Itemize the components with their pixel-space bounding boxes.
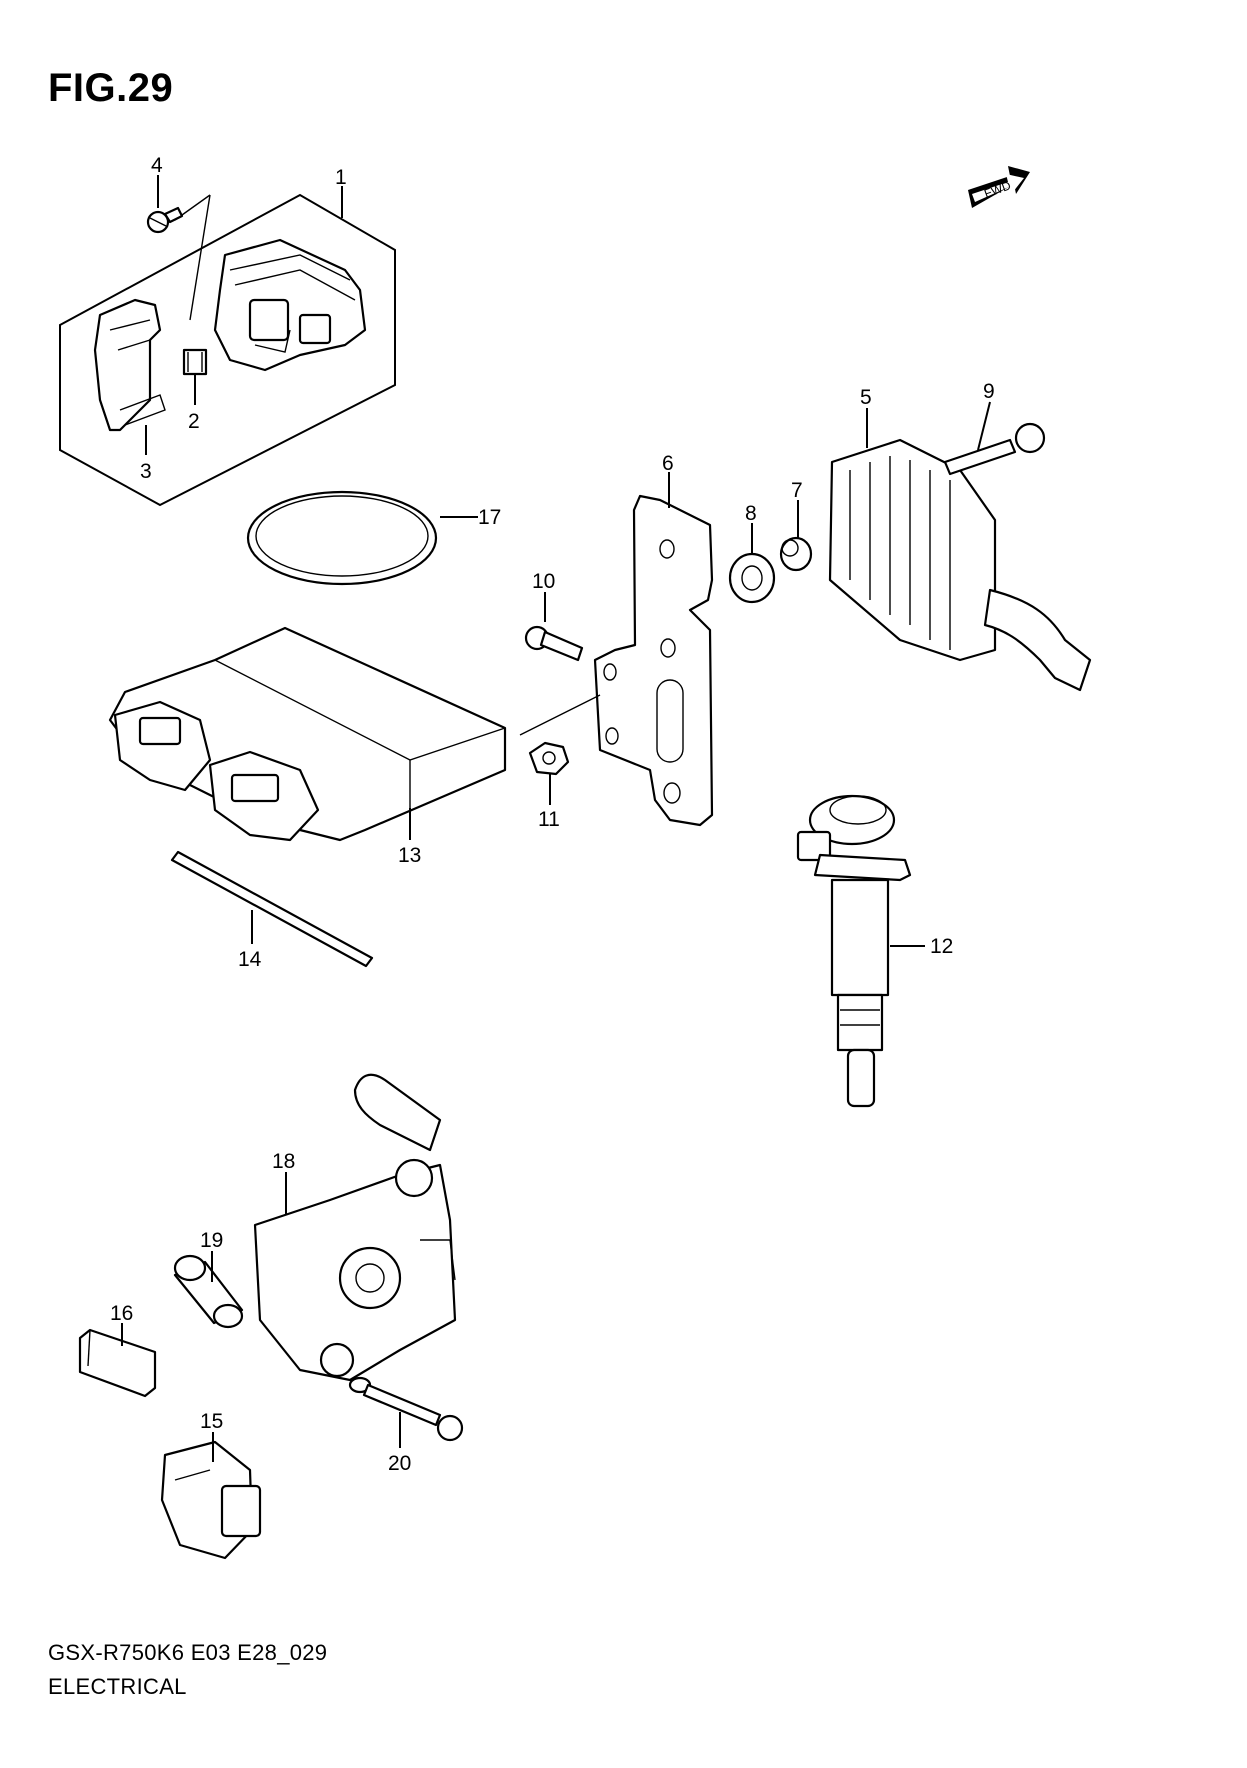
callout-12: 12 <box>930 935 953 958</box>
regulator-rectifier-5 <box>828 438 1092 692</box>
bolt-10 <box>524 625 584 662</box>
callout-5: 5 <box>860 386 872 409</box>
spacer-19 <box>173 1254 244 1329</box>
callout-16: 16 <box>110 1302 133 1325</box>
ignition-coil-12 <box>796 794 912 1108</box>
rubber-block-16 <box>78 1328 157 1398</box>
nut-11 <box>519 694 601 776</box>
bolt-20 <box>348 1376 464 1442</box>
gasket-ring-17 <box>246 490 438 586</box>
callout-2: 2 <box>188 410 200 433</box>
section-title: ELECTRICAL <box>48 1674 187 1699</box>
callout-10: 10 <box>532 570 555 593</box>
callout-9: 9 <box>983 380 995 403</box>
callout-1: 1 <box>335 166 347 189</box>
callout-20: 20 <box>388 1452 411 1475</box>
callout-11: 11 <box>538 808 560 831</box>
bolt-4 <box>146 206 184 234</box>
fuse-box-assembly <box>59 193 396 507</box>
callout-19: 19 <box>200 1229 223 1252</box>
bolt-9 <box>943 422 1046 476</box>
ecm-unit-13 <box>108 626 507 842</box>
sensor-connector-15 <box>160 1440 262 1560</box>
callout-18: 18 <box>272 1150 295 1173</box>
fwd-arrow-icon: FWD <box>968 166 1030 208</box>
collar-7 <box>779 536 813 572</box>
callout-13: 13 <box>398 844 421 867</box>
callout-15: 15 <box>200 1410 223 1433</box>
callout-17: 17 <box>478 506 501 529</box>
callout-4: 4 <box>151 154 163 177</box>
callout-7: 7 <box>791 479 803 502</box>
fwd-badge-label: FWD <box>982 178 1013 201</box>
callout-8: 8 <box>745 502 757 525</box>
bracket-6 <box>593 494 714 827</box>
callout-3: 3 <box>140 460 152 483</box>
grommet-8 <box>728 552 776 604</box>
actuator-18 <box>253 1073 457 1382</box>
tape-strip-14 <box>170 850 374 968</box>
callout-6: 6 <box>662 452 674 475</box>
leader-lines <box>121 175 991 1462</box>
figure-title: FIG.29 <box>48 66 174 110</box>
model-code: GSX-R750K6 E03 E28_029 <box>48 1640 328 1665</box>
callout-14: 14 <box>238 948 262 971</box>
callout-labels: 1 2 3 4 5 6 7 8 9 10 11 12 13 14 15 16 1… <box>110 154 995 1475</box>
